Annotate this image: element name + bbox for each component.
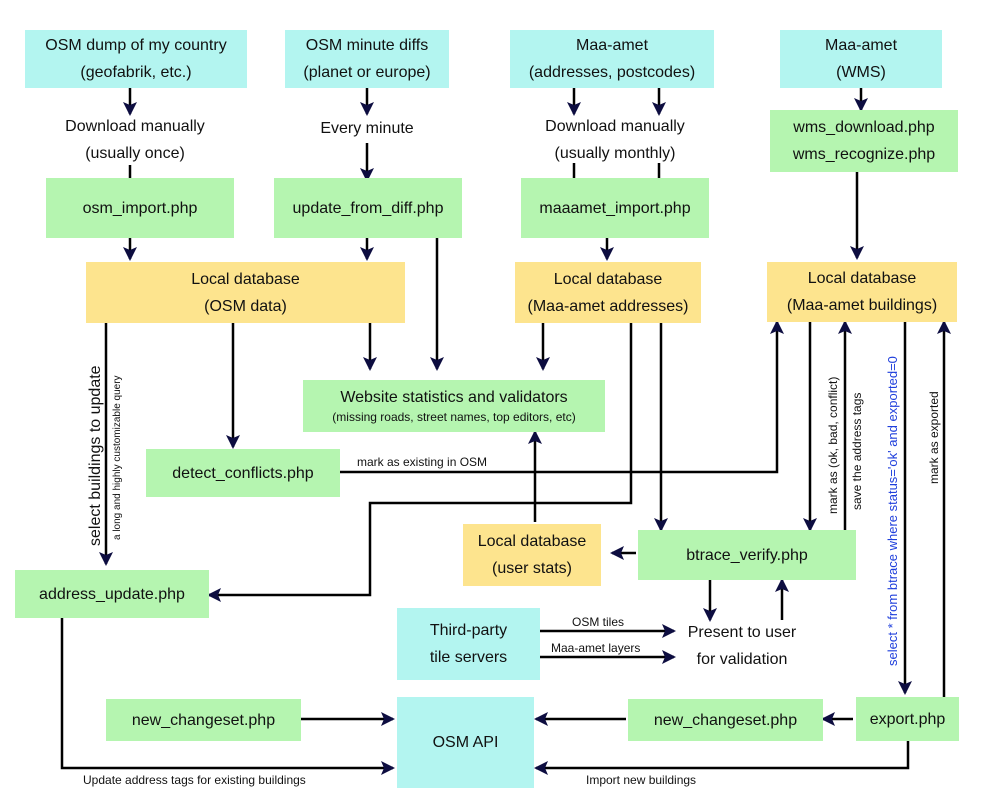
node-line: (missing roads, street names, top editor… [332, 410, 576, 424]
arrow-addr-db-to-address-update [207, 323, 633, 602]
node-line: new_changeset.php [653, 711, 798, 729]
node-line: OSM minute diffs [305, 37, 429, 54]
export-script: export.php [856, 697, 959, 741]
node-line: (WMS) [836, 64, 886, 81]
node-line: Maa-amet [575, 37, 649, 54]
node-line: (usually once) [85, 145, 185, 162]
node-line: for validation [696, 651, 788, 668]
node-line: Local database [553, 270, 663, 288]
node-line: Local database [191, 270, 300, 288]
label-import-new: Import new buildings [586, 773, 696, 787]
every-minute-label: Every minute [300, 114, 434, 142]
detect-conflicts-script: detect_conflicts.php [146, 449, 340, 497]
node-line: maaamet_import.php [539, 199, 691, 217]
node-line: osm_import.php [82, 199, 198, 217]
node-line: address_update.php [39, 585, 185, 603]
node-line: tile servers [429, 649, 508, 666]
node-line: (addresses, postcodes) [528, 64, 696, 81]
label-maaamet-layers: Maa-amet layers [551, 641, 640, 655]
download-monthly-label: Download manually (usually monthly) [520, 112, 710, 168]
node-line: new_changeset.php [131, 711, 276, 729]
label-select-buildings: select buildings to update [87, 365, 104, 546]
label-save-tags: save the address tags [850, 393, 864, 510]
label-update-address-tags: Update address tags for existing buildin… [83, 773, 306, 787]
node-line: btrace_verify.php [686, 546, 808, 564]
wms-scripts: wms_download.php wms_recognize.php [770, 110, 958, 172]
update-from-diff-script: update_from_diff.php [274, 178, 462, 238]
node-line: OSM API [432, 734, 499, 751]
maaamet-import-script: maaamet_import.php [521, 178, 709, 238]
node-line: OSM dump of my country [45, 37, 227, 54]
address-update-script: address_update.php [15, 570, 209, 618]
arrow-detect-to-buildings [340, 320, 784, 474]
node-line: (Maa-amet buildings) [786, 297, 938, 314]
maaamet-addresses-source: Maa-amet (addresses, postcodes) [510, 30, 714, 88]
tile-servers: Third-party tile servers [397, 608, 540, 680]
label-osm-tiles: OSM tiles [572, 615, 624, 629]
website-statistics: Website statistics and validators (missi… [303, 380, 605, 432]
node-line: Maa-amet [824, 37, 898, 54]
node-line: update_from_diff.php [292, 199, 444, 217]
label-long-query: a long and highly customizable query [112, 375, 123, 540]
node-line: export.php [869, 710, 946, 728]
osm-import-script: osm_import.php [46, 178, 234, 238]
new-changeset-right-script: new_changeset.php [628, 699, 823, 741]
label-select-query: select * from btrace where status='ok' a… [885, 356, 900, 666]
label-mark-exported: mark as exported [927, 391, 941, 484]
node-line: detect_conflicts.php [172, 464, 314, 482]
node-line: Every minute [320, 119, 414, 137]
node-line: Third-party [429, 622, 508, 639]
db-user-stats: Local database (user stats) [463, 524, 601, 586]
node-line: (Maa-amet addresses) [527, 297, 689, 315]
arrow-export-to-api [534, 741, 910, 775]
db-maaamet-addresses: Local database (Maa-amet addresses) [515, 262, 701, 323]
new-changeset-left-script: new_changeset.php [106, 699, 301, 741]
maaamet-wms-source: Maa-amet (WMS) [780, 30, 942, 88]
arrows [60, 85, 951, 775]
db-osm-data: Local database (OSM data) [86, 262, 405, 323]
osm-api: OSM API [397, 697, 534, 788]
arrow-address-update-to-api [60, 614, 395, 775]
btrace-verify-script: btrace_verify.php [638, 530, 856, 580]
edge-labels: select buildings to update a long and hi… [83, 356, 941, 787]
label-mark-existing: mark as existing in OSM [357, 455, 487, 469]
node-line: Download manually [545, 118, 685, 135]
osm-dump-source: OSM dump of my country (geofabrik, etc.) [25, 30, 247, 88]
node-line: Download manually [65, 118, 205, 135]
node-line: Local database [807, 270, 917, 287]
node-line: wms_recognize.php [792, 146, 936, 163]
node-line: (OSM data) [204, 297, 287, 315]
node-line: Website statistics and validators [340, 389, 568, 406]
node-line: Present to user [687, 624, 797, 641]
node-line: (user stats) [491, 560, 572, 577]
osm-diffs-source: OSM minute diffs (planet or europe) [285, 30, 449, 88]
label-mark-as-ok: mark as (ok, bad, conflict) [826, 377, 840, 514]
node-line: Local database [477, 533, 587, 550]
node-line: wms_download.php [793, 119, 935, 136]
node-line: (usually monthly) [554, 145, 676, 162]
download-once-label: Download manually (usually once) [40, 112, 230, 168]
db-maaamet-buildings: Local database (Maa-amet buildings) [767, 262, 957, 322]
node-line: (geofabrik, etc.) [80, 64, 192, 81]
node-line: (planet or europe) [303, 64, 431, 81]
present-to-user: Present to user for validation [672, 618, 812, 674]
